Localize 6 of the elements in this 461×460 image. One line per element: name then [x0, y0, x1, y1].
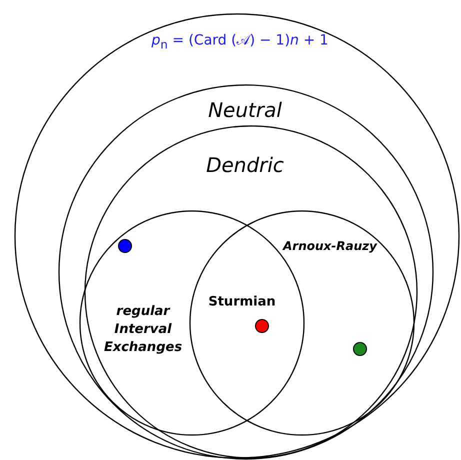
formula-text: p$_{n}$ = (Card (𝒜) − 1)n + 1 [152, 32, 328, 52]
set-label: Sturmian [208, 294, 276, 310]
set-label: Arnoux-Rauzy [283, 239, 377, 253]
set-label: Dendric [206, 153, 284, 177]
set-label: Neutral [208, 98, 282, 122]
set-label: regular Interval Exchanges [102, 303, 184, 357]
